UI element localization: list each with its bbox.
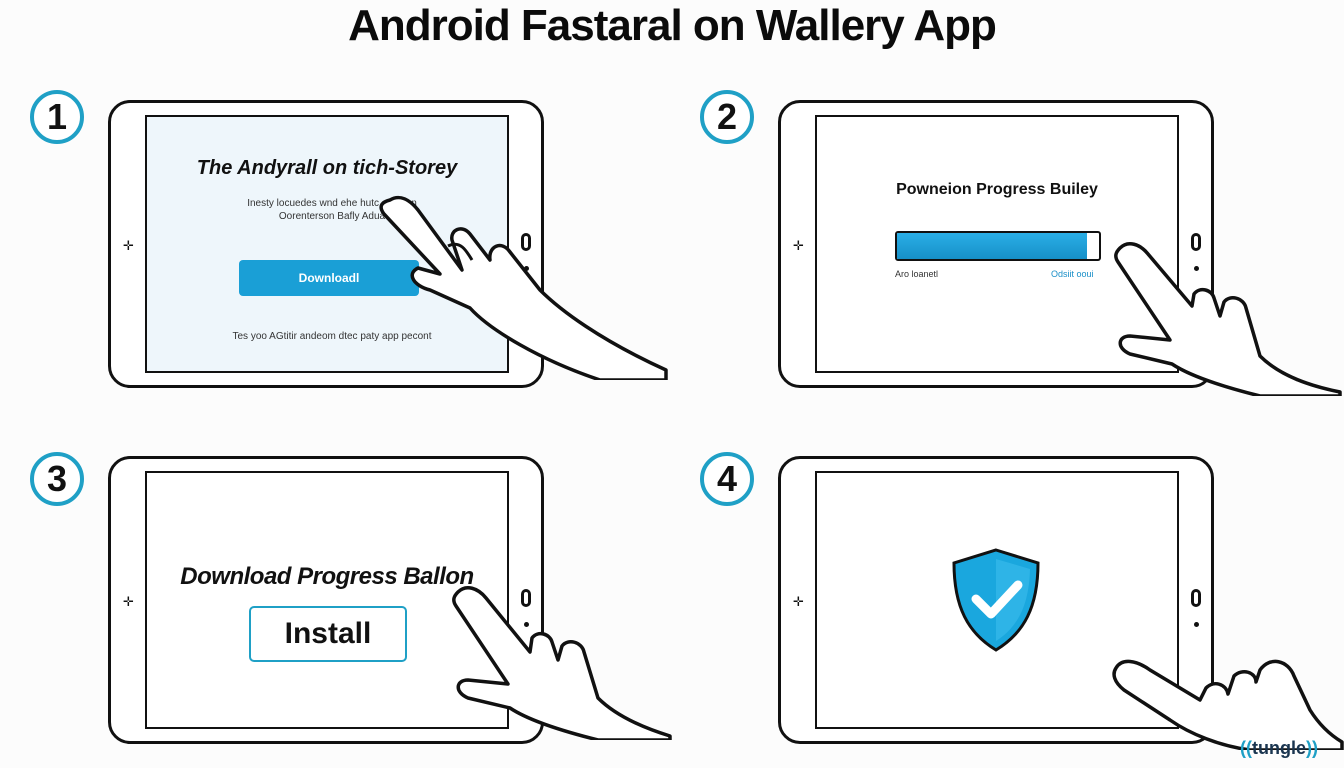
sensor-dot — [524, 622, 529, 627]
sensor-dot — [524, 266, 529, 271]
bottom-notch — [163, 385, 193, 388]
app-store-heading: The Andyrall on tich-Storey — [196, 157, 458, 179]
logo-bracket: )) — [1306, 738, 1318, 758]
camera-icon: ✛ — [123, 238, 134, 253]
bottom-notch — [163, 741, 193, 744]
tablet-screen: Powneion Progress Builey Aro loanetl Ods… — [815, 115, 1179, 373]
brand-logo: ((tungle)) — [1240, 738, 1318, 759]
tablet-screen — [815, 471, 1179, 729]
home-button — [521, 589, 531, 607]
tablet-step-1: ✛ The Andyrall on tich-Storey Inesty loc… — [108, 100, 544, 388]
logo-bracket: (( — [1240, 738, 1252, 758]
sensor-dot — [1194, 622, 1199, 627]
description-line: Oorenterson Bafly Adua — [278, 211, 386, 222]
step-badge-2: 2 — [700, 90, 754, 144]
app-description: Inesty locuedes wnd ehe hutc ay efien Oo… — [187, 197, 477, 223]
camera-icon: ✛ — [793, 238, 804, 253]
home-button — [1191, 233, 1201, 251]
description-line: Inesty locuedes wnd ehe hutc ay efien — [247, 198, 417, 209]
download-progress-bar — [895, 231, 1101, 261]
download-button[interactable]: Downloadl — [239, 260, 419, 296]
progress-right-caption[interactable]: Odsiit ooui — [1051, 269, 1094, 279]
tablet-screen: Download Progress Ballon Install — [145, 471, 509, 729]
camera-icon: ✛ — [123, 594, 134, 609]
step-badge-3: 3 — [30, 452, 84, 506]
home-button — [521, 233, 531, 251]
sensor-dot — [1194, 266, 1199, 271]
page-title: Android Fastaral on Wallery App — [348, 1, 997, 50]
tablet-step-2: ✛ Powneion Progress Builey Aro loanetl O… — [778, 100, 1214, 388]
install-heading: Download Progress Ballon — [180, 563, 474, 590]
step-badge-4: 4 — [700, 452, 754, 506]
progress-heading: Powneion Progress Builey — [896, 181, 1098, 198]
step-badge-1: 1 — [30, 90, 84, 144]
tablet-step-3: ✛ Download Progress Ballon Install — [108, 456, 544, 744]
tablet-screen: The Andyrall on tich-Storey Inesty locue… — [145, 115, 509, 373]
home-button — [1191, 589, 1201, 607]
footer-note: Tes yoo AGtitir andeom dtec paty app pec… — [232, 331, 432, 342]
progress-left-caption: Aro loanetl — [895, 269, 939, 279]
tablet-step-4: ✛ — [778, 456, 1214, 744]
install-button[interactable]: Install — [249, 606, 407, 662]
logo-text: tungle — [1252, 738, 1306, 758]
shield-check-icon — [952, 548, 1040, 652]
progress-fill — [897, 233, 1087, 259]
camera-icon: ✛ — [793, 594, 804, 609]
